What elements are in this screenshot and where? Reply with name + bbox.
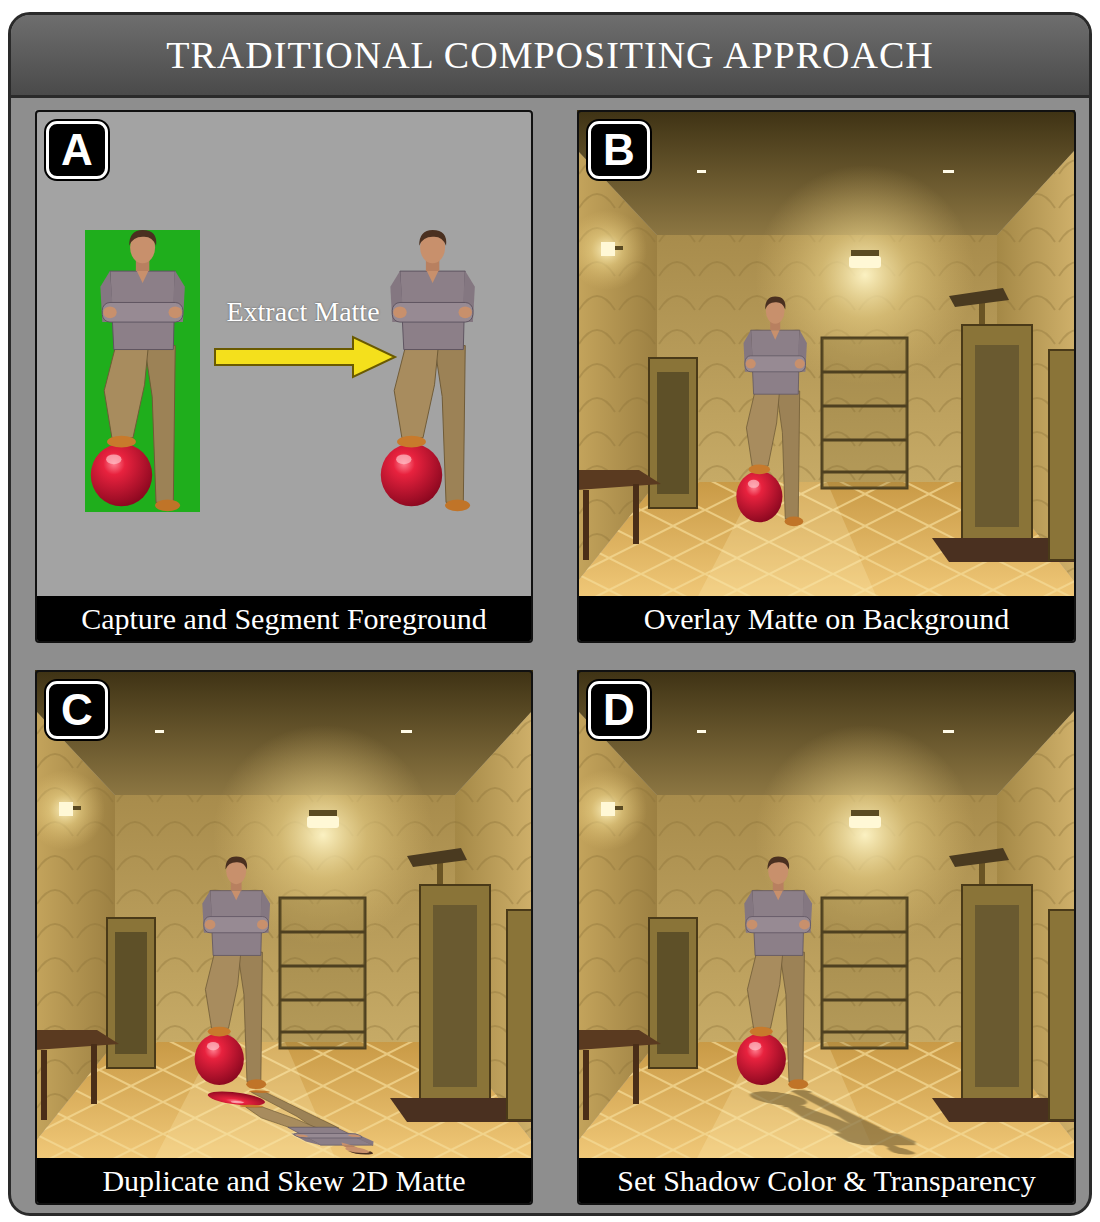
caption-band: Set Shadow Color & Transparency <box>579 1158 1074 1203</box>
green-screen <box>85 230 200 512</box>
panel-letter-badge: B <box>588 121 650 179</box>
figure-panel: Set Shadow Color & Transparency D <box>577 670 1076 1205</box>
panel-letter: B <box>603 128 635 172</box>
cast-shadow <box>737 1090 942 1154</box>
shadow-illustration <box>577 670 1075 1160</box>
extracted-matte <box>381 230 475 511</box>
figure-title: TRADITIONAL COMPOSITING APPROACH <box>166 33 933 77</box>
figure-panel: Duplicate and Skew 2D Matte C <box>35 670 533 1205</box>
title-band: TRADITIONAL COMPOSITING APPROACH <box>11 15 1089 98</box>
panel-letter: A <box>61 128 93 172</box>
extract-arrow <box>215 337 395 377</box>
captured-person <box>91 230 185 511</box>
overlay-illustration <box>577 110 1075 600</box>
overlaid-matte <box>737 857 812 1089</box>
room-background <box>577 670 1075 1158</box>
panel-letter: D <box>603 688 635 732</box>
skewed-duplicate <box>195 1090 400 1154</box>
gray-backdrop <box>35 110 533 600</box>
panel-caption: Set Shadow Color & Transparency <box>617 1164 1035 1198</box>
figure-panel: Overlay Matte on Background B <box>577 110 1076 643</box>
panel-letter-badge: D <box>588 681 650 739</box>
capture-illustration <box>35 110 533 600</box>
overlaid-matte <box>736 297 807 527</box>
figure-panel: Capture and Segment Foreground A <box>35 110 533 643</box>
panel-caption: Duplicate and Skew 2D Matte <box>102 1164 465 1198</box>
caption-band: Overlay Matte on Background <box>579 596 1074 641</box>
skew-illustration <box>35 670 533 1160</box>
panel-letter-badge: C <box>46 681 108 739</box>
panel-caption: Overlay Matte on Background <box>644 602 1010 636</box>
room-background <box>577 110 1075 598</box>
panel-letter-badge: A <box>46 121 108 179</box>
caption-band: Capture and Segment Foreground <box>37 596 531 641</box>
panel-letter: C <box>61 688 93 732</box>
caption-band: Duplicate and Skew 2D Matte <box>37 1158 531 1203</box>
panel-caption: Capture and Segment Foreground <box>81 602 487 636</box>
overlaid-matte <box>195 857 270 1089</box>
arrow-label: Extract Matte <box>208 296 398 328</box>
room-background <box>35 670 533 1158</box>
